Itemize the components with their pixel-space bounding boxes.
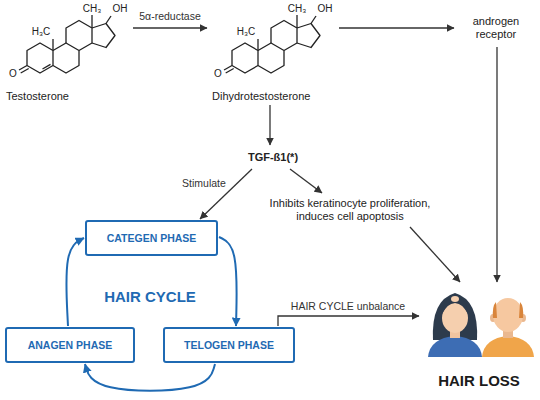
flow-arrow [269,105,270,145]
molecule-node: Testosterone [2,2,132,104]
atom-label: O [214,68,222,79]
atom-label: CH₃ [83,3,102,14]
flow-arrow [133,27,207,28]
cycle-arrow [66,238,84,326]
effect-note-node: Inhibits keratinocyte proliferation, ind… [250,194,450,226]
factor-node: TGF-ß1(*) [238,146,308,168]
node-text: Dihydrotestosterone [212,90,310,102]
phase-box: ANAGEN PHASE [5,327,135,363]
node-text: Inhibits keratinocyte proliferation, ind… [250,197,450,223]
phase-box: CATEGEN PHASE [85,220,218,256]
atom-label: H₃C [237,26,256,37]
molecule-node: Dihydrotestosterone [208,2,338,104]
testosterone-structure [19,15,115,73]
cycle-title: HAIR CYCLE [104,288,196,305]
phase-box: TELOGEN PHASE [163,327,295,363]
flow-arrow [290,169,322,193]
node-text: ANAGEN PHASE [28,339,113,351]
flow-arrow [410,227,460,282]
node-text: androgen receptor [455,15,537,41]
node-text: TGF-ß1(*) [248,151,298,163]
cycle-arrow [85,364,215,391]
man-icon [482,298,534,357]
receptor-label-node: androgen receptor [455,10,537,46]
woman-icon [428,293,482,357]
atom-label: OH [318,3,333,14]
node-text: Testosterone [6,90,69,102]
outcome-node: HAIR LOSS [420,283,538,395]
flow-arrow [278,316,419,326]
atom-label: O [9,68,17,79]
edge-label: 5α-reductase [137,10,203,22]
edge-label: HAIR CYCLE unbalance [289,300,407,312]
flow-arrow [339,27,454,28]
cycle-arrow [219,237,237,326]
node-text: CATEGEN PHASE [107,232,197,244]
dihydrotestosterone-structure [224,15,320,73]
atom-label: CH₃ [288,3,307,14]
node-text: HAIR LOSS [438,372,520,389]
node-text: TELOGEN PHASE [184,339,274,351]
edge-label: Stimulate [180,177,228,189]
atom-label: H₃C [32,26,51,37]
flow-arrow [496,47,497,282]
atom-label: OH [113,3,128,14]
